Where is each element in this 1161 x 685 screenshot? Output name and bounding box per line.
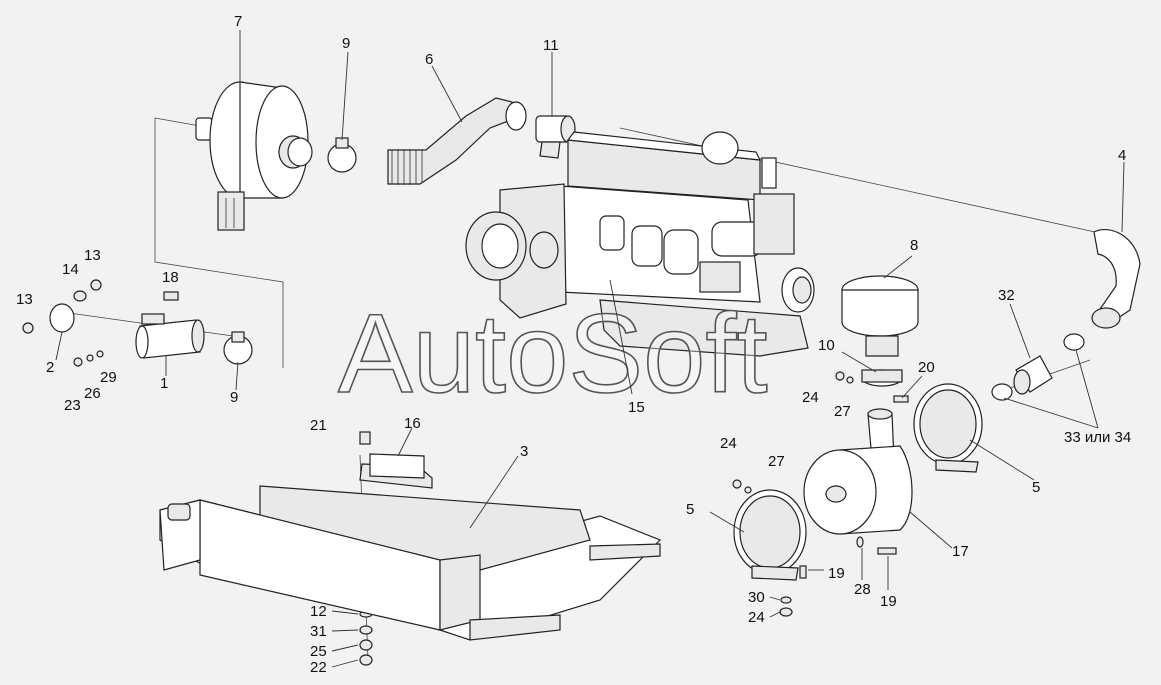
part-9-clamp-upper bbox=[327, 137, 357, 173]
callout-29: 29 bbox=[100, 369, 117, 386]
part-5-strap-left bbox=[733, 489, 807, 581]
callout-27-upper: 27 bbox=[834, 403, 851, 420]
callout-14: 14 bbox=[62, 261, 79, 278]
callout-24-middle: 24 bbox=[720, 435, 737, 452]
callout-2: 2 bbox=[46, 359, 54, 376]
callout-7: 7 bbox=[234, 13, 242, 30]
callout-18: 18 bbox=[162, 269, 179, 286]
part-16-engine-mount bbox=[359, 453, 433, 489]
part-8-cyclone-cap bbox=[841, 275, 919, 357]
callout-24-lower: 24 bbox=[748, 609, 765, 626]
callout-24-upper: 24 bbox=[802, 389, 819, 406]
part-6-corrugated-hose bbox=[387, 97, 527, 185]
part-33-34-clamps bbox=[991, 333, 1085, 401]
callout-17: 17 bbox=[952, 543, 969, 560]
callout-26: 26 bbox=[84, 385, 101, 402]
watermark: AutoSoft bbox=[338, 291, 768, 416]
part-11-pipe-bracket bbox=[535, 115, 576, 159]
callout-21: 21 bbox=[310, 417, 327, 434]
part-10-clamp-ring bbox=[861, 369, 903, 387]
callout-8: 8 bbox=[910, 237, 918, 254]
leader-lines bbox=[55, 30, 1125, 571]
part-17-air-cleaner bbox=[803, 408, 913, 535]
part-15-engine bbox=[465, 131, 815, 357]
callout-12: 12 bbox=[310, 603, 327, 620]
callout-28: 28 bbox=[854, 581, 871, 598]
callout-11: 11 bbox=[543, 37, 559, 54]
callout-3: 3 bbox=[520, 443, 528, 460]
callout-13-top: 13 bbox=[84, 247, 101, 264]
part-3-frame bbox=[159, 485, 662, 641]
callout-4: 4 bbox=[1118, 147, 1126, 164]
callout-19-left: 19 bbox=[828, 565, 845, 582]
callout-16: 16 bbox=[404, 415, 421, 432]
callout-13-left: 13 bbox=[16, 291, 33, 308]
callout-ticks bbox=[331, 548, 889, 668]
callout-19-right: 19 bbox=[880, 593, 897, 610]
part-5-strap-right bbox=[913, 383, 983, 473]
callout-22: 22 bbox=[310, 659, 327, 676]
callout-9-upper: 9 bbox=[342, 35, 350, 52]
callout-25: 25 bbox=[310, 643, 327, 660]
callout-15: 15 bbox=[628, 399, 645, 416]
callout-33-or-34: 33 или 34 bbox=[1064, 429, 1131, 446]
callout-9-lower: 9 bbox=[230, 389, 238, 406]
callout-5-right: 5 bbox=[1032, 479, 1040, 496]
fasteners bbox=[22, 279, 909, 666]
callout-30: 30 bbox=[748, 589, 765, 606]
callout-10: 10 bbox=[818, 337, 835, 354]
part-32-sleeve bbox=[1013, 355, 1053, 395]
callout-6: 6 bbox=[425, 51, 433, 68]
part-7-precleaner bbox=[195, 81, 313, 231]
callout-20: 20 bbox=[918, 359, 935, 376]
callout-31: 31 bbox=[310, 623, 327, 640]
callout-5-left: 5 bbox=[686, 501, 694, 518]
callout-32: 32 bbox=[998, 287, 1015, 304]
callout-1: 1 bbox=[160, 375, 168, 392]
part-4-bent-hose bbox=[1091, 228, 1141, 329]
callout-labels: 7 9 6 11 4 13 14 13 18 2 1 29 26 23 9 8 … bbox=[16, 13, 1131, 676]
callout-23: 23 bbox=[64, 397, 81, 414]
callout-27-middle: 27 bbox=[768, 453, 785, 470]
